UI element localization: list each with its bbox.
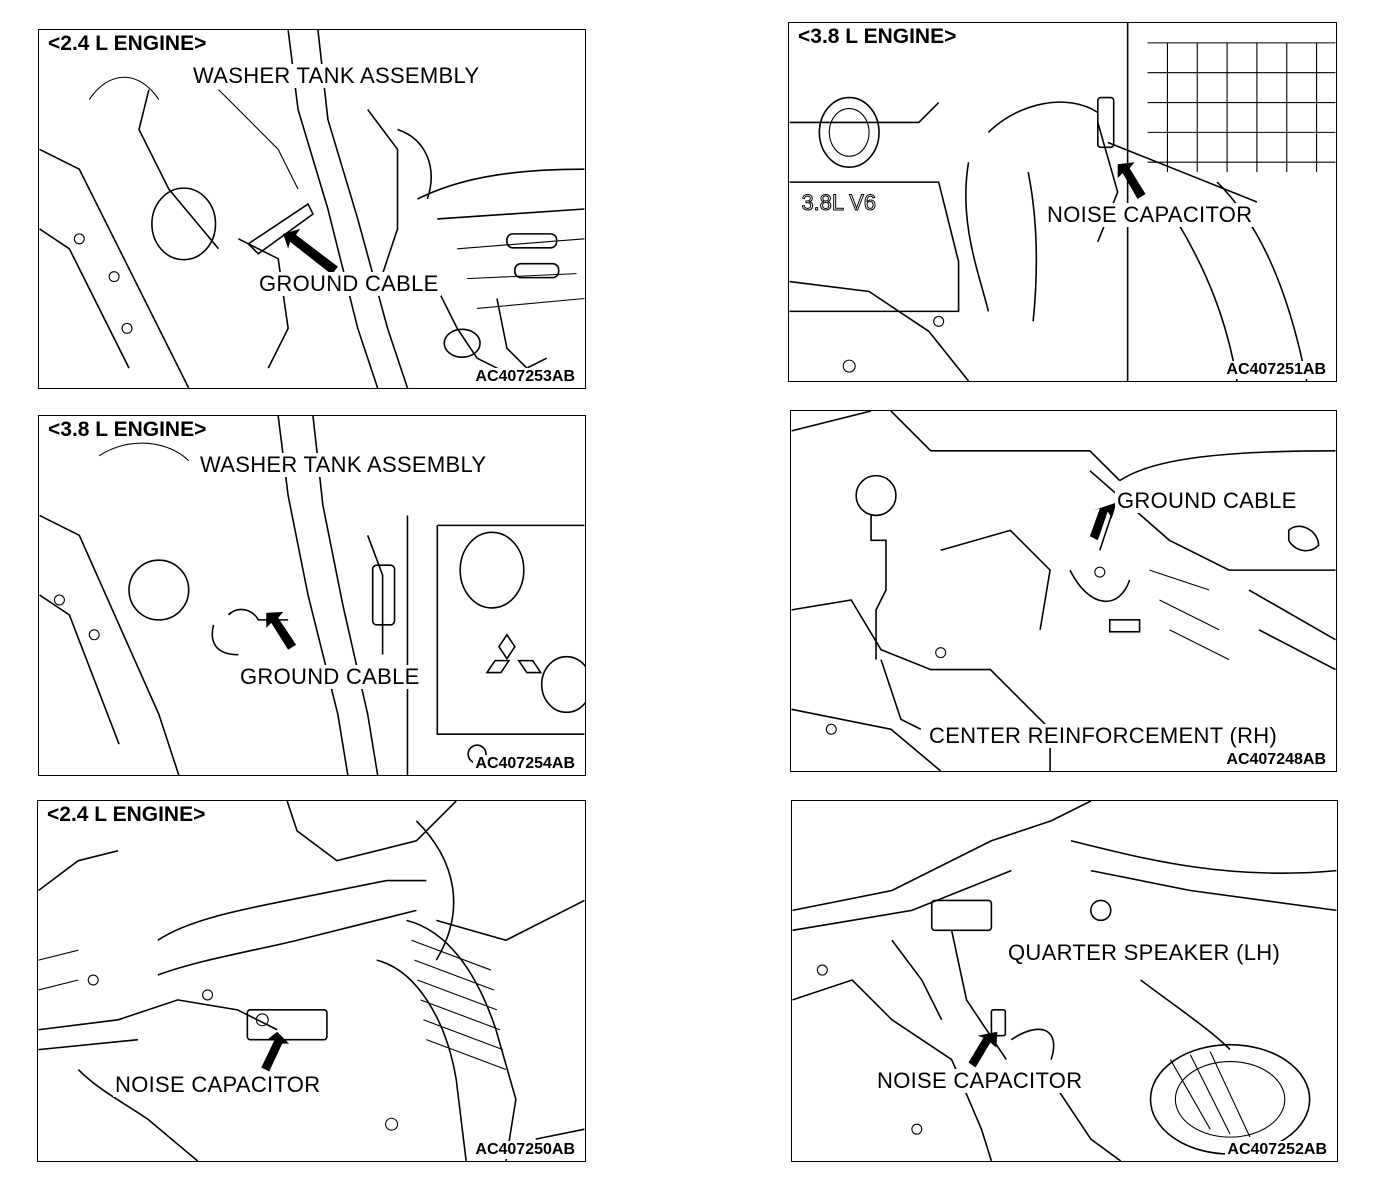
- engine-label: <2.4 L ENGINE>: [44, 803, 209, 827]
- washer-tank-label: WASHER TANK ASSEMBLY: [198, 452, 489, 477]
- diagram-panel-2: 3.8L V6 <3.8 L ENGINE> NOISE CAPACITOR A…: [788, 22, 1337, 382]
- quarter-panel-illustration: [792, 801, 1337, 1161]
- pointer-arrow-icon: [261, 1031, 290, 1072]
- engine-bay-illustration: [38, 801, 585, 1161]
- engine-cover-text: 3.8L V6: [801, 190, 876, 215]
- engine-bay-illustration: 3.8L V6: [789, 23, 1336, 381]
- figure-code: AC407254AB: [473, 755, 577, 773]
- three-diamond-logo-icon: [485, 633, 543, 674]
- ground-cable-label: GROUND CABLE: [257, 271, 441, 296]
- engine-label: <3.8 L ENGINE>: [45, 418, 210, 442]
- washer-tank-label: WASHER TANK ASSEMBLY: [191, 63, 482, 88]
- pointer-arrow-icon: [968, 1031, 998, 1068]
- quarter-speaker-label: QUARTER SPEAKER (LH): [1006, 940, 1283, 965]
- diagram-panel-5: <2.4 L ENGINE> NOISE CAPACITOR AC407250A…: [37, 800, 586, 1162]
- ground-cable-label: GROUND CABLE: [1115, 488, 1299, 513]
- diagram-panel-3: <3.8 L ENGINE> WASHER TANK ASSEMBLY GROU…: [38, 415, 586, 776]
- noise-capacitor-label: NOISE CAPACITOR: [1045, 202, 1255, 227]
- engine-label: <3.8 L ENGINE>: [795, 25, 960, 49]
- ground-cable-label: GROUND CABLE: [238, 664, 422, 689]
- figure-code: AC407248AB: [1224, 751, 1328, 769]
- figure-code: AC407251AB: [1224, 361, 1328, 379]
- diagram-panel-1: <2.4 L ENGINE> WASHER TANK ASSEMBLY GROU…: [38, 29, 586, 389]
- center-reinforcement-label: CENTER REINFORCEMENT (RH): [927, 723, 1280, 748]
- pointer-arrow-icon: [1117, 162, 1146, 200]
- pointer-arrow-icon: [1089, 502, 1117, 541]
- figure-code: AC407250AB: [473, 1141, 577, 1159]
- engine-label: <2.4 L ENGINE>: [45, 32, 210, 56]
- noise-capacitor-label: NOISE CAPACITOR: [875, 1068, 1085, 1093]
- vehicle-interior-illustration: [791, 411, 1336, 771]
- figure-code: AC407252AB: [1225, 1141, 1329, 1159]
- pointer-arrow-icon: [283, 228, 338, 275]
- figure-code: AC407253AB: [473, 368, 577, 386]
- pointer-arrow-icon: [266, 611, 297, 650]
- diagram-panel-4: GROUND CABLE CENTER REINFORCEMENT (RH) A…: [790, 410, 1337, 772]
- noise-capacitor-label: NOISE CAPACITOR: [113, 1072, 323, 1097]
- diagram-panel-6: QUARTER SPEAKER (LH) NOISE CAPACITOR AC4…: [791, 800, 1338, 1162]
